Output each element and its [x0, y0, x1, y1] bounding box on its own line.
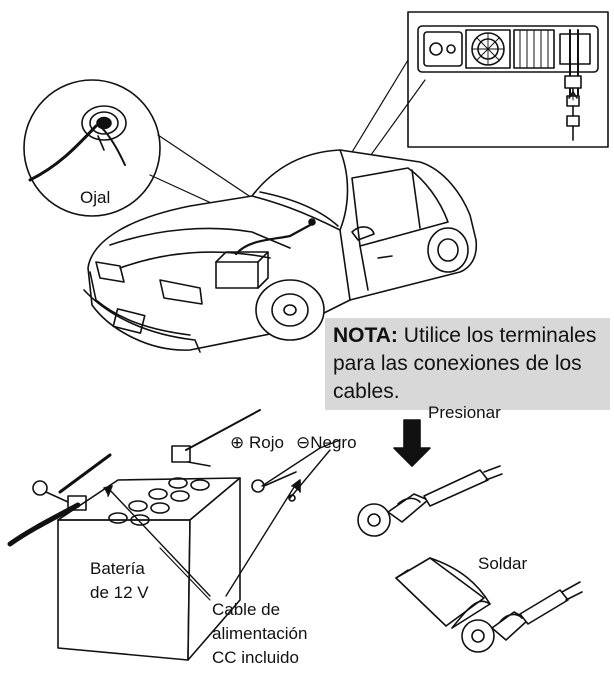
- note-box: [325, 318, 610, 410]
- note-text: NOTA: Utilice los terminales para las co…: [333, 322, 608, 406]
- battery-icon: [7, 409, 341, 661]
- press-label: Presionar: [428, 403, 501, 422]
- dc-cable-label-line1: Cable de: [212, 600, 281, 619]
- black-label: Negro: [310, 433, 357, 452]
- grommet-label: Ojal: [80, 188, 111, 207]
- press-down-arrow-icon: [393, 419, 431, 467]
- dc-cable-label-line2: alimentación: [212, 624, 308, 643]
- negative-black-label: ⊖Negro: [296, 432, 357, 453]
- note-title: NOTA:: [333, 324, 398, 347]
- plus-symbol-icon: ⊕: [230, 433, 245, 452]
- car-icon: [83, 149, 478, 353]
- battery-label-line1: Batería: [90, 559, 145, 578]
- battery-label: Batería de 12 V: [90, 557, 149, 605]
- minus-symbol-icon: ⊖: [296, 433, 311, 452]
- battery-label-line2: de 12 V: [90, 583, 149, 602]
- solder-terminal-icon: [395, 557, 583, 653]
- dc-cable-label-line3: CC incluido: [212, 648, 299, 667]
- note-body: Utilice los terminales para las conexion…: [333, 324, 597, 403]
- positive-red-label: ⊕ Rojo: [230, 432, 284, 453]
- dc-cable-label: Cable de alimentación CC incluido: [212, 598, 307, 670]
- red-label: Rojo: [248, 433, 284, 452]
- transceiver-panel-icon: [311, 11, 609, 221]
- crimp-terminal-icon: [357, 419, 503, 537]
- solder-label: Soldar: [478, 554, 528, 573]
